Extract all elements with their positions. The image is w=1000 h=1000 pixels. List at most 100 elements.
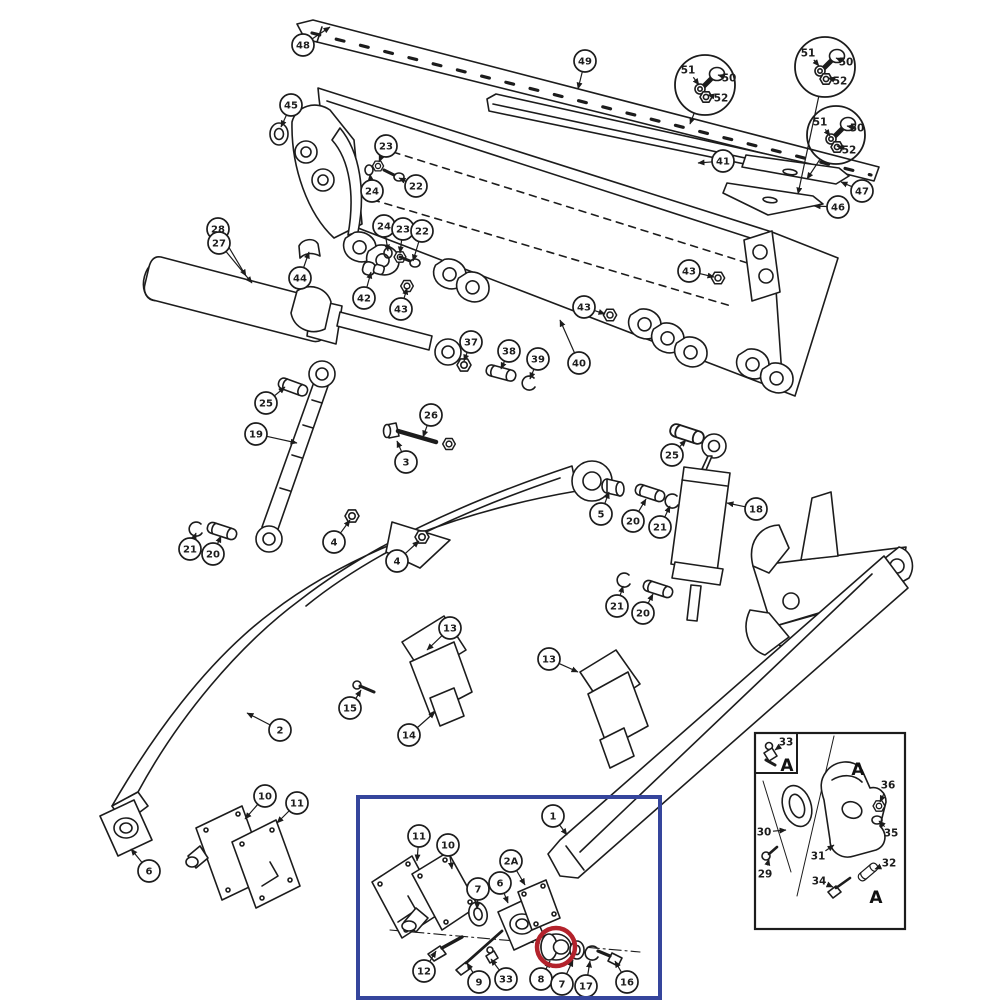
callout-label-36: 36 (881, 780, 896, 792)
inset-view-parts (761, 735, 887, 899)
callout-label-18: 18 (749, 505, 763, 516)
callout-label-5: 5 (598, 510, 605, 521)
callout-label-16: 16 (620, 978, 634, 989)
highlight-circle (534, 925, 578, 969)
callout-circle-49 (573, 49, 597, 73)
callout-label-25: 25 (259, 399, 273, 410)
callout-label-21: 21 (183, 545, 197, 556)
callout-leader-33 (774, 743, 783, 751)
center-pins (601, 421, 707, 600)
callout-circle-42 (352, 286, 376, 310)
bolt-34 (827, 885, 842, 899)
callout-circle-3 (394, 450, 418, 474)
callout-circle-19 (244, 422, 268, 446)
callout-leader-44 (303, 251, 310, 268)
callout-label-17: 17 (579, 982, 593, 993)
callout-leader-13 (559, 663, 579, 673)
blade-stop-strap (331, 127, 363, 236)
callout-leader-13 (426, 635, 443, 651)
snapring-21 (664, 493, 679, 509)
callout-leader-30 (772, 827, 787, 834)
callout-circle-48 (291, 33, 315, 57)
lift-cylinder (142, 238, 462, 366)
callout-leader-33 (490, 958, 500, 971)
callout-label-52: 52 (833, 76, 848, 88)
callout-label-50: 50 (850, 123, 865, 135)
callout-circle-10 (436, 833, 460, 857)
callout-label-50: 50 (722, 73, 737, 85)
callout-leader-43 (402, 287, 409, 299)
callout-leader-35 (878, 820, 886, 828)
callout-leader-10 (244, 804, 258, 820)
callout-circle-6 (137, 859, 161, 883)
callout-label-48: 48 (296, 41, 310, 52)
callout-leader-34 (825, 881, 834, 888)
callout-leader-21 (618, 585, 625, 596)
callout-label-6: 6 (497, 879, 504, 890)
callout-label-10: 10 (258, 792, 272, 803)
callout-leader-9 (466, 962, 474, 973)
callout-leader-4 (340, 519, 351, 534)
fastener-detail-circle (674, 54, 736, 116)
callout-leader-12 (429, 950, 437, 962)
callout-circle-33 (494, 967, 518, 991)
callout-label-22: 22 (409, 182, 423, 193)
callout-label-23: 23 (379, 142, 393, 153)
bolt-9 (455, 961, 472, 976)
callout-label-27: 27 (212, 239, 226, 250)
pin-20 (633, 482, 667, 504)
callout-leader-14 (417, 711, 436, 728)
callout-leader-52 (836, 145, 845, 151)
callout-circle-21 (648, 515, 672, 539)
highlight-box (356, 795, 662, 1000)
callout-label-32: 32 (882, 858, 897, 870)
callout-label-46: 46 (831, 203, 845, 214)
callout-leader-42 (366, 271, 373, 288)
callout-label-3: 3 (403, 458, 410, 469)
plate-14 (429, 687, 465, 727)
callout-leader-52 (827, 76, 836, 83)
nut-43 (602, 308, 618, 322)
callout-leader-7 (566, 959, 574, 974)
callout-leader-43 (594, 309, 606, 315)
callout-label-35: 35 (884, 828, 899, 840)
callout-label-52: 52 (842, 145, 857, 157)
callout-leader-20 (638, 498, 647, 512)
callout-label-13: 13 (542, 655, 556, 666)
callout-leader-38 (500, 361, 507, 370)
lockwasher-35 (871, 815, 883, 825)
callout-label-12: 12 (417, 967, 431, 978)
callout-label-2: 2 (277, 726, 284, 737)
callout-circle-11 (285, 791, 309, 815)
snapring-21 (616, 572, 631, 588)
callout-circle-7 (550, 972, 574, 996)
callout-leader-49 (576, 72, 583, 90)
callout-label-40: 40 (572, 359, 586, 370)
callout-label-33: 33 (499, 975, 513, 986)
callout-leader-45 (280, 115, 287, 128)
callout-label-29: 29 (758, 869, 773, 881)
pin-25 (667, 421, 707, 447)
callout-label-4: 4 (331, 538, 338, 549)
callout-label-43: 43 (682, 267, 696, 278)
callout-circle-21 (178, 537, 202, 561)
callout-circle-25 (660, 443, 684, 467)
inset-box-frame (753, 731, 907, 931)
callout-circle-24 (360, 179, 384, 203)
callout-circle-40 (567, 351, 591, 375)
callout-circle-12 (412, 959, 436, 983)
callout-circle-27 (207, 231, 231, 255)
callout-leader-51 (823, 128, 831, 137)
callout-label-31: 31 (811, 851, 826, 863)
callout-label-52: 52 (714, 93, 729, 105)
callout-label-44: 44 (293, 274, 307, 285)
callout-circle-4 (385, 549, 409, 573)
callout-label-22: 22 (415, 227, 429, 238)
pin-20 (205, 520, 239, 542)
callout-leader-11 (414, 847, 421, 862)
callout-leader-50 (717, 73, 726, 80)
link-rod (255, 360, 336, 553)
callout-circle-41 (711, 149, 735, 173)
